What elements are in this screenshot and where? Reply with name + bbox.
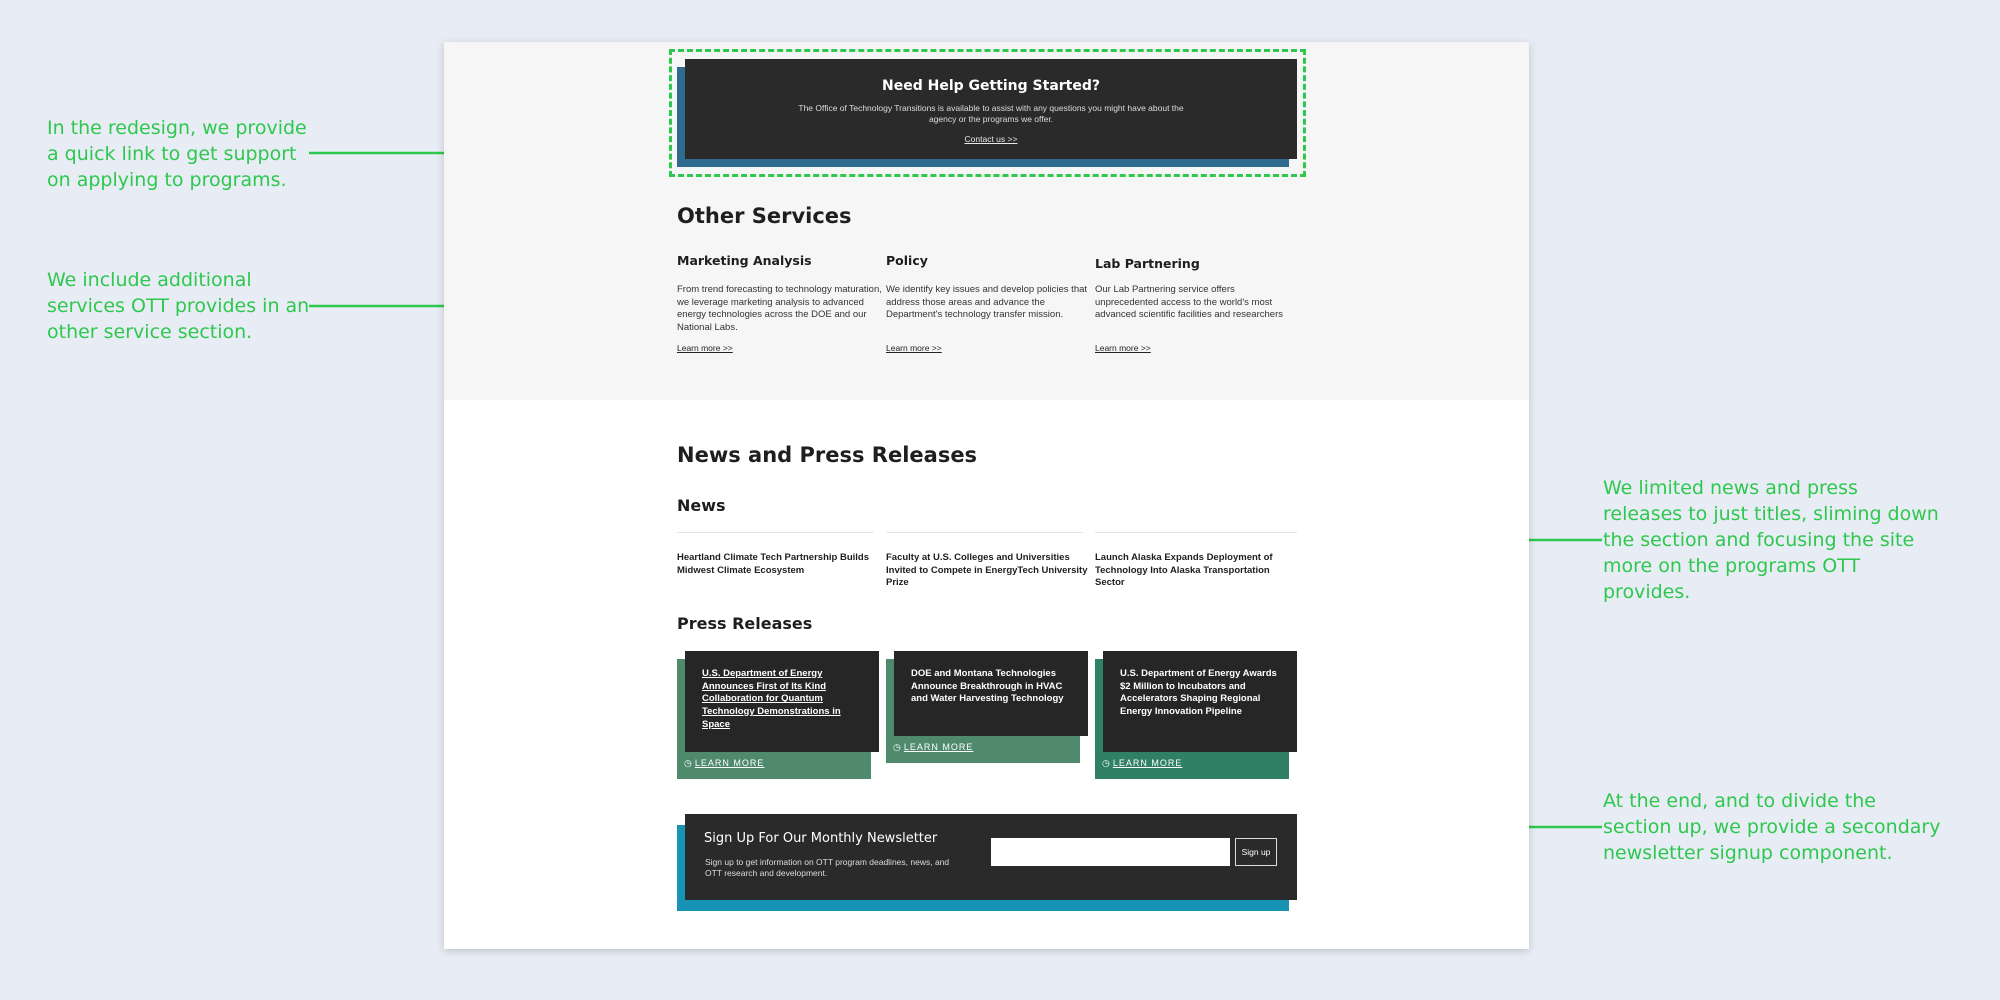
press-learn-more-label: LEARN MORE bbox=[694, 758, 765, 768]
press-title[interactable]: U.S. Department of Energy Awards $2 Mill… bbox=[1120, 668, 1277, 718]
annotation-line: on applying to programs. bbox=[47, 169, 287, 191]
press-card[interactable]: U.S. Department of Energy Announces Firs… bbox=[685, 651, 879, 752]
service-learn-more-link[interactable]: Learn more >> bbox=[677, 343, 733, 353]
annotation-line: In the redesign, we provide bbox=[47, 117, 307, 139]
page-mockup: Need Help Getting Started? The Office of… bbox=[444, 42, 1529, 949]
annotation-newsletter: At the end, and to divide the section up… bbox=[1603, 788, 1940, 866]
press-title[interactable]: DOE and Montana Technologies Announce Br… bbox=[911, 668, 1064, 705]
service-title: Marketing Analysis bbox=[677, 253, 812, 268]
service-description: We identify key issues and develop polic… bbox=[886, 284, 1088, 320]
help-body: The Office of Technology Transitions is … bbox=[798, 103, 1184, 124]
news-heading: News bbox=[677, 496, 726, 515]
annotation-line: releases to just titles, sliming down bbox=[1603, 503, 1939, 525]
news-press-heading: News and Press Releases bbox=[677, 443, 978, 467]
press-learn-more-link[interactable]: ◷LEARN MORE bbox=[1102, 758, 1182, 769]
press-card[interactable]: DOE and Montana Technologies Announce Br… bbox=[894, 651, 1088, 736]
clock-icon: ◷ bbox=[684, 758, 692, 768]
annotation-news: We limited news and press releases to ju… bbox=[1603, 475, 1939, 605]
newsletter-signup-button[interactable]: Sign up bbox=[1235, 838, 1277, 866]
help-highlight-outline bbox=[669, 49, 1306, 177]
news-divider bbox=[677, 532, 874, 533]
press-learn-more-label: LEARN MORE bbox=[903, 742, 974, 752]
news-divider bbox=[886, 532, 1083, 533]
help-title: Need Help Getting Started? bbox=[882, 78, 1100, 94]
press-card[interactable]: U.S. Department of Energy Awards $2 Mill… bbox=[1103, 651, 1297, 752]
press-learn-more-link[interactable]: ◷LEARN MORE bbox=[893, 742, 973, 753]
annotation-line: other service section. bbox=[47, 321, 253, 343]
annotation-support: In the redesign, we provide a quick link… bbox=[47, 115, 307, 193]
annotation-line: We include additional bbox=[47, 269, 252, 291]
annotation-line: At the end, and to divide the bbox=[1603, 790, 1876, 812]
news-item-title[interactable]: Faculty at U.S. Colleges and Universitie… bbox=[886, 552, 1088, 588]
annotation-line: provides. bbox=[1603, 581, 1691, 603]
newsletter-email-input[interactable] bbox=[991, 838, 1230, 866]
press-title[interactable]: U.S. Department of Energy Announces Firs… bbox=[702, 668, 841, 730]
press-releases-heading: Press Releases bbox=[677, 614, 813, 633]
clock-icon: ◷ bbox=[1102, 758, 1110, 768]
news-item-title[interactable]: Heartland Climate Tech Partnership Build… bbox=[677, 552, 869, 576]
service-title: Lab Partnering bbox=[1095, 256, 1200, 271]
contact-us-link[interactable]: Contact us >> bbox=[964, 134, 1018, 144]
newsletter-card: Sign Up For Our Monthly Newsletter Sign … bbox=[685, 814, 1297, 900]
help-card: Need Help Getting Started? The Office of… bbox=[685, 59, 1297, 159]
annotation-line: more on the programs OTT bbox=[1603, 555, 1861, 577]
newsletter-description: Sign up to get information on OTT progra… bbox=[705, 857, 950, 878]
clock-icon: ◷ bbox=[893, 742, 901, 752]
service-title: Policy bbox=[886, 253, 928, 268]
news-divider bbox=[1095, 532, 1297, 533]
annotation-line: services OTT provides in an bbox=[47, 295, 310, 317]
annotation-line: section up, we provide a secondary bbox=[1603, 816, 1941, 838]
newsletter-title: Sign Up For Our Monthly Newsletter bbox=[704, 831, 938, 846]
annotation-services: We include additional services OTT provi… bbox=[47, 267, 309, 345]
annotation-line: a quick link to get support bbox=[47, 143, 297, 165]
annotation-line: newsletter signup component. bbox=[1603, 842, 1893, 864]
press-learn-more-label: LEARN MORE bbox=[1112, 758, 1183, 768]
service-learn-more-link[interactable]: Learn more >> bbox=[886, 343, 942, 353]
service-description: Our Lab Partnering service offers unprec… bbox=[1095, 284, 1283, 320]
service-learn-more-link[interactable]: Learn more >> bbox=[1095, 343, 1151, 353]
press-learn-more-link[interactable]: ◷LEARN MORE bbox=[684, 758, 764, 769]
news-item-title[interactable]: Launch Alaska Expands Deployment of Tech… bbox=[1095, 552, 1273, 588]
other-services-heading: Other Services bbox=[677, 204, 852, 228]
annotation-line: the section and focusing the site bbox=[1603, 529, 1915, 551]
service-description: From trend forecasting to technology mat… bbox=[677, 284, 882, 333]
annotation-line: We limited news and press bbox=[1603, 477, 1858, 499]
